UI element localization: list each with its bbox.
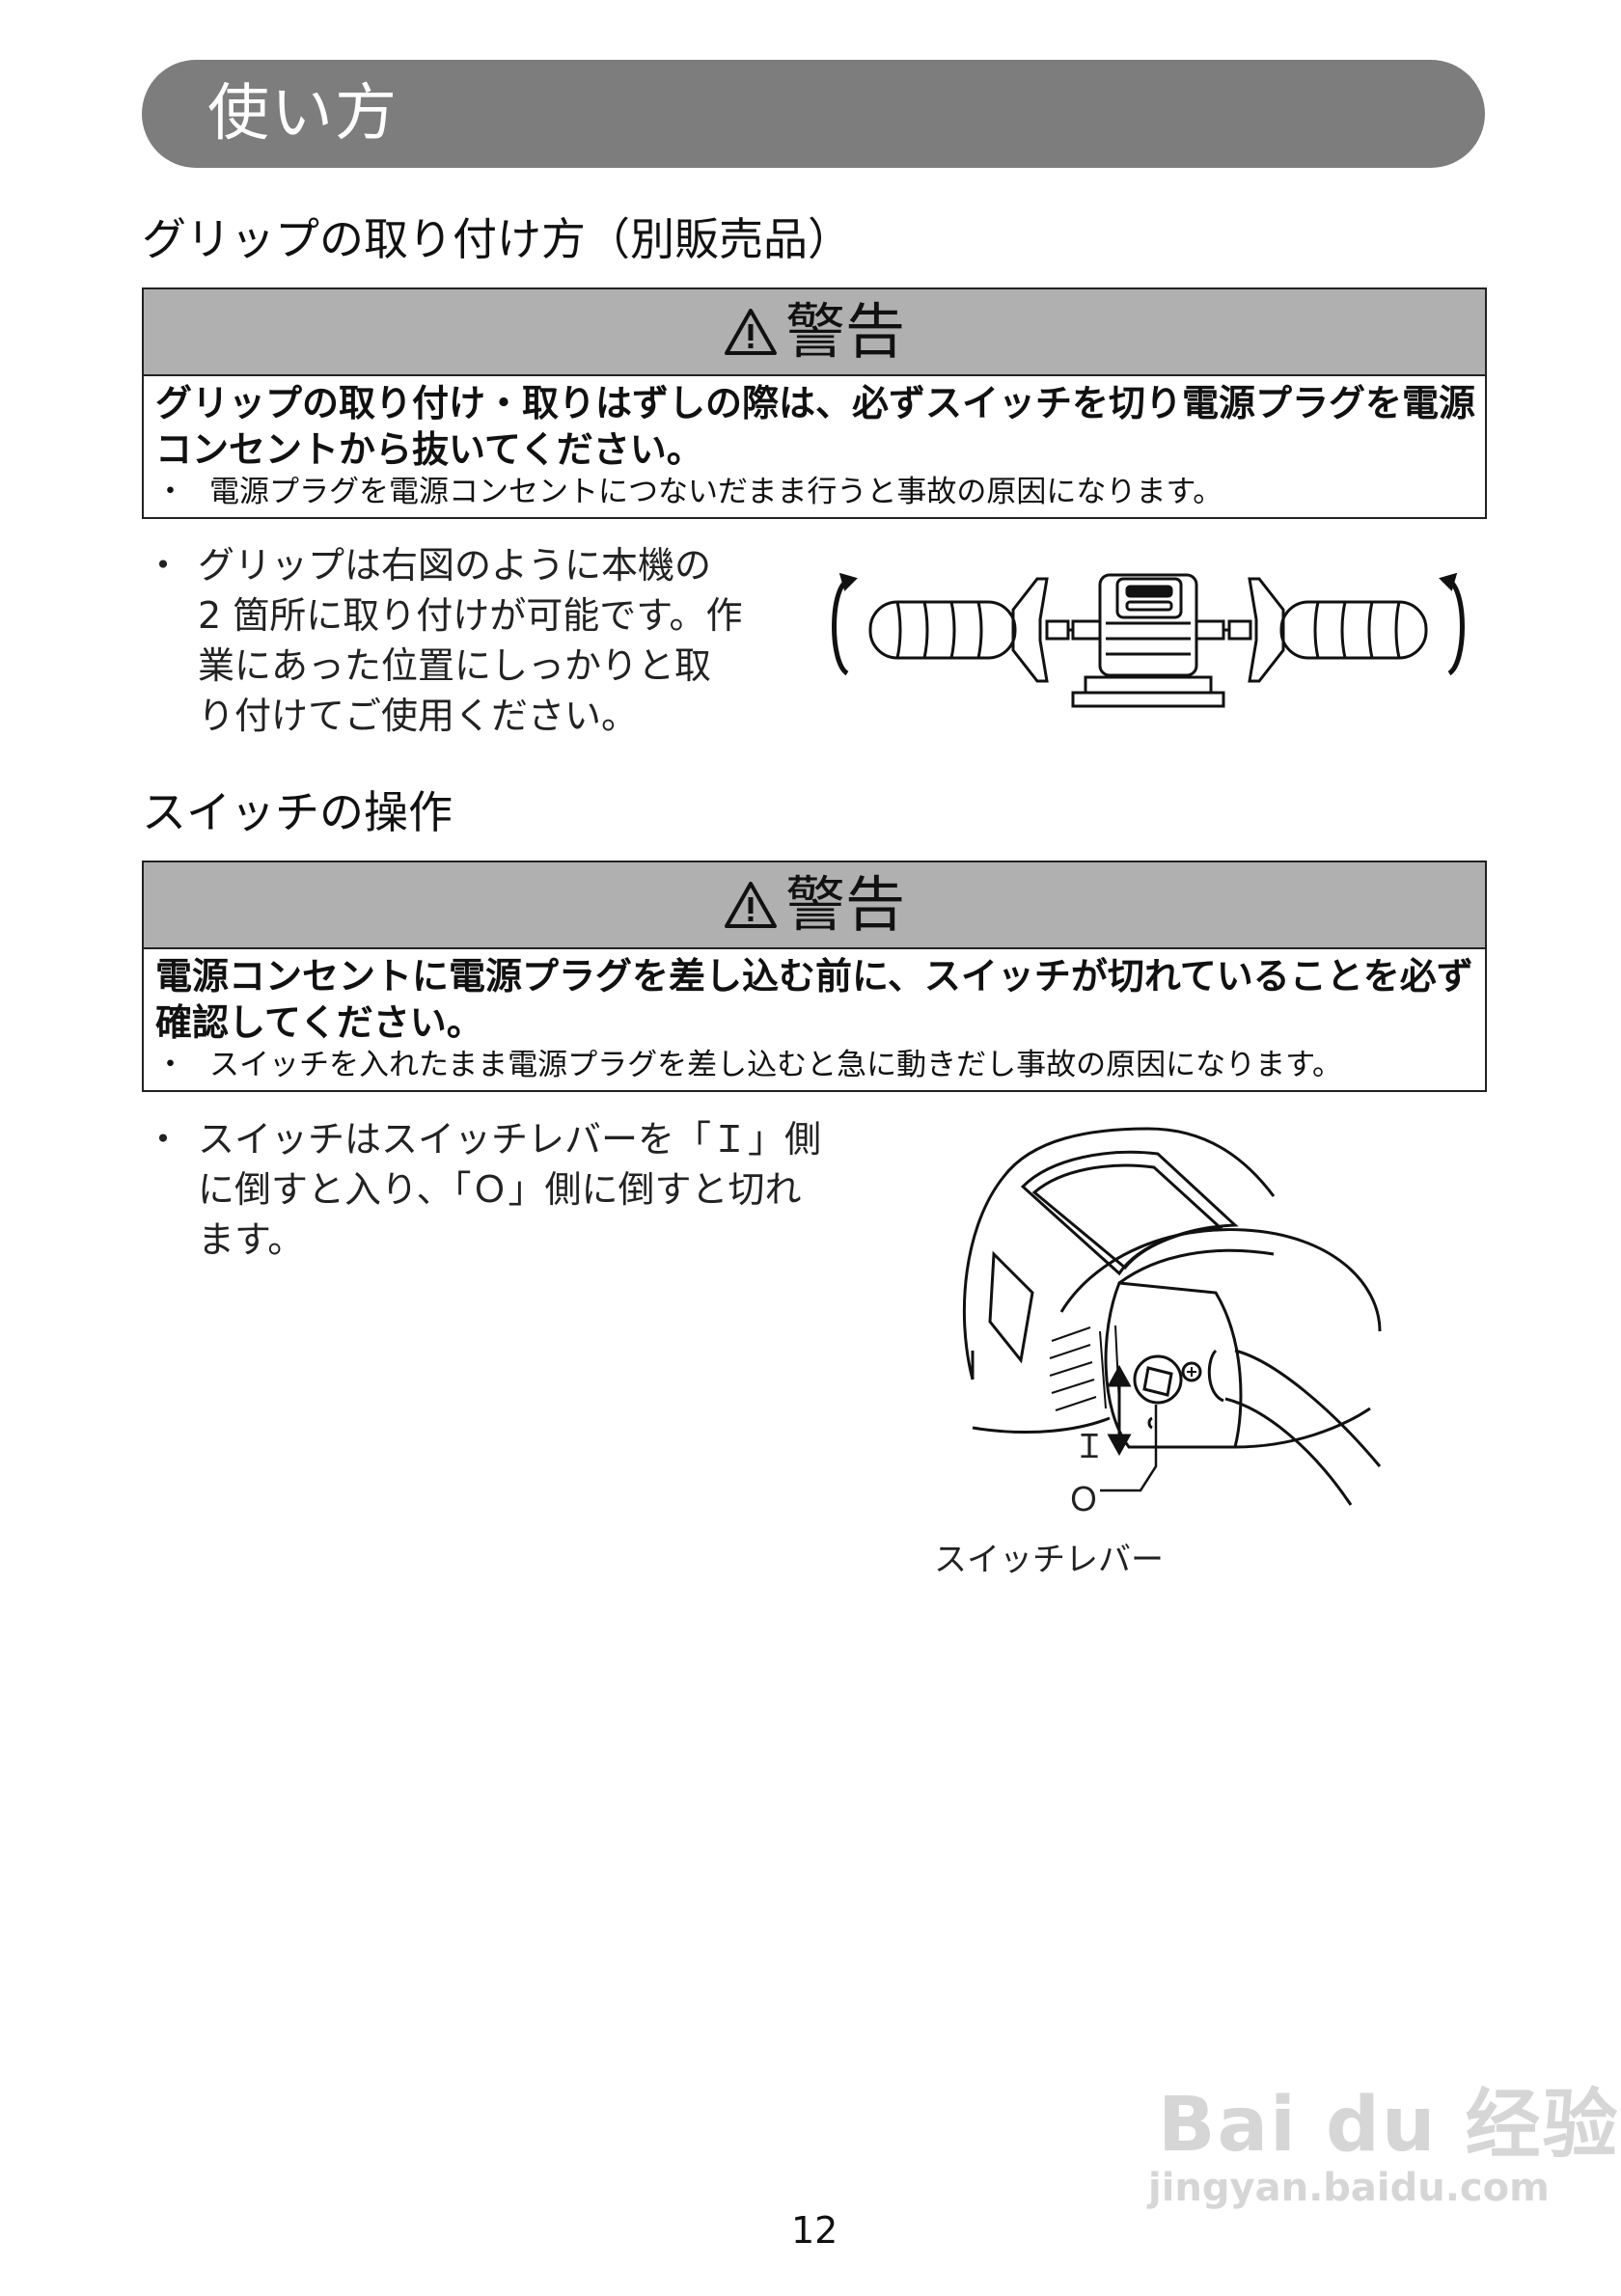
note-bullet: ・ bbox=[155, 1048, 185, 1082]
switch-lever-label: スイッチレバー bbox=[934, 1541, 1164, 1579]
grip-body-line: 2 箇所に取り付けが可能です。作 bbox=[198, 594, 743, 637]
rotate-arrow-icon bbox=[832, 572, 858, 676]
warning-title: 警告 bbox=[784, 296, 905, 367]
grip-body-line: り付けてご使用ください。 bbox=[198, 695, 639, 737]
switch-lever-illustration bbox=[962, 1127, 1382, 1506]
switch-on-label: Ｉ bbox=[1073, 1428, 1106, 1466]
switch-off-label: Ｏ bbox=[1067, 1481, 1100, 1519]
grip-body-line: グリップは右図のように本機の bbox=[198, 544, 712, 587]
switch-warning-header: 警告 bbox=[144, 862, 1485, 949]
switch-bullet: ・ bbox=[145, 1118, 182, 1161]
watermark-brand: Bai du 经验 bbox=[1158, 2082, 1620, 2169]
switch-body-line: スイッチはスイッチレバーを「Ｉ」側 bbox=[198, 1118, 822, 1161]
grip-body-text: グリップは右図のように本機の 2 箇所に取り付けが可能です。作 業にあった位置に… bbox=[198, 540, 742, 741]
grip-warning-header: 警告 bbox=[144, 289, 1485, 376]
switch-warning-main-text: 電源コンセントに電源プラグを差し込む前に、スイッチが切れていることを必ず確認して… bbox=[155, 955, 1473, 1044]
switch-body-line: ます。 bbox=[198, 1218, 305, 1261]
warning-triangle-icon bbox=[724, 882, 777, 928]
switch-body-text: スイッチはスイッチレバーを「Ｉ」側 に倒すと入り、「Ｏ」側に倒すと切れ ます。 bbox=[198, 1114, 821, 1265]
switch-body-line: に倒すと入り、「Ｏ」側に倒すと切れ bbox=[198, 1168, 802, 1211]
switch-warning-box: 警告 電源コンセントに電源プラグを差し込む前に、スイッチが切れていることを必ず確… bbox=[142, 861, 1487, 1092]
grip-section-heading: グリップの取り付け方（別販売品） bbox=[142, 213, 852, 265]
watermark-url: jingyan.baidu.com bbox=[1148, 2166, 1550, 2210]
grip-mounting-illustration bbox=[832, 572, 1465, 708]
grip-warning-note-text: 電源プラグを電源コンセントにつないだまま行うと事故の原因になります。 bbox=[209, 475, 1223, 509]
grip-body-line: 業にあった位置にしっかりと取 bbox=[198, 644, 712, 687]
switch-warning-note: ・スイッチを入れたまま電源プラグを差し込むと急に動きだし事故の原因になります。 bbox=[144, 1046, 1485, 1092]
page-title: 使い方 bbox=[207, 78, 398, 150]
section-header-bar: 使い方 bbox=[142, 60, 1485, 168]
grip-warning-box: 警告 グリップの取り付け・取りはずしの際は、必ずスイッチを切り電源プラグを電源コ… bbox=[142, 287, 1487, 519]
warning-title: 警告 bbox=[784, 869, 905, 940]
warning-triangle-icon bbox=[724, 309, 777, 355]
grip-warning-main-text: グリップの取り付け・取りはずしの際は、必ずスイッチを切り電源プラグを電源コンセン… bbox=[155, 382, 1476, 471]
switch-warning-note-text: スイッチを入れたまま電源プラグを差し込むと急に動きだし事故の原因になります。 bbox=[209, 1048, 1342, 1082]
switch-section-heading: スイッチの操作 bbox=[142, 786, 453, 838]
page-number: 12 bbox=[791, 2209, 838, 2252]
grip-bullet: ・ bbox=[145, 544, 182, 587]
rotate-arrow-icon bbox=[1439, 572, 1465, 676]
grip-warning-note: ・電源プラグを電源コンセントにつないだまま行うと事故の原因になります。 bbox=[144, 473, 1485, 519]
note-bullet: ・ bbox=[155, 475, 185, 509]
